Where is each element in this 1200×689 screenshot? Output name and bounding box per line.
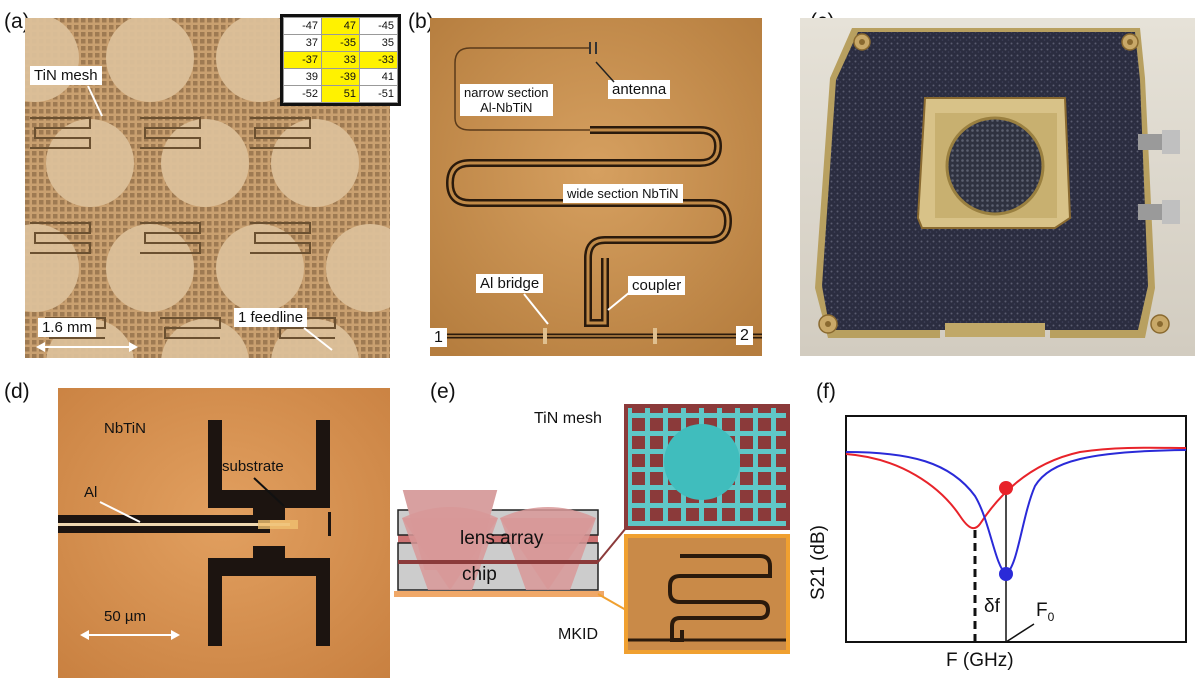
panel-d-image — [58, 388, 390, 678]
label-scale-50um: 50 µm — [104, 608, 146, 625]
label-al: Al — [84, 484, 98, 501]
label-antenna: antenna — [608, 80, 671, 99]
panel-d-letter: (d) — [4, 380, 30, 403]
table-cell: -37 — [283, 51, 322, 69]
label-scale-1-6mm: 1.6 mm — [38, 318, 97, 337]
table-cell: -45 — [359, 17, 398, 35]
table-cell: 33 — [321, 51, 360, 69]
label-narrow-line1: narrow section — [464, 85, 549, 100]
table-cell: -33 — [359, 51, 398, 69]
panel-c-photo — [800, 18, 1195, 356]
label-nbtin: NbTiN — [104, 420, 146, 437]
label-lens-array: lens array — [460, 528, 544, 549]
panel-f-plot — [790, 406, 1195, 684]
scale-arrow-d — [80, 630, 180, 640]
table-cell: 47 — [321, 17, 360, 35]
table-cell: -52 — [283, 85, 322, 103]
y-axis-label: S21 (dB) — [808, 525, 829, 600]
label-f0-main: F — [1036, 600, 1048, 621]
table-cell: 37 — [283, 34, 322, 52]
label-tin-mesh: TiN mesh — [30, 66, 102, 85]
label-al-bridge: Al bridge — [476, 274, 544, 293]
panel-e-diagram — [380, 400, 810, 684]
table-cell: 41 — [359, 68, 398, 86]
table-cell: 39 — [283, 68, 322, 86]
label-wide-section: wide section NbTiN — [563, 184, 683, 203]
table-cell: -51 — [359, 85, 398, 103]
scale-arrow-a — [36, 342, 138, 352]
table-cell: -35 — [321, 34, 360, 52]
panel-a-letter: (a) — [4, 10, 30, 33]
label-port-1: 1 — [430, 328, 447, 347]
table-cell: 51 — [321, 85, 360, 103]
label-narrow-line2: Al-NbTiN — [480, 100, 533, 115]
table-cell: 35 — [359, 34, 398, 52]
label-f0-subscript: 0 — [1047, 609, 1055, 624]
label-delta-f: δf — [984, 596, 1000, 617]
label-f0: F0 — [1036, 600, 1054, 624]
panel-f-letter: (f) — [816, 380, 836, 403]
label-substrate: substrate — [222, 458, 284, 475]
table-cell: -39 — [321, 68, 360, 86]
label-chip: chip — [462, 564, 497, 585]
label-feedline: 1 feedline — [234, 308, 308, 327]
panel-b-letter: (b) — [408, 10, 434, 33]
label-coupler: coupler — [628, 276, 686, 295]
table-cell: -47 — [283, 17, 322, 35]
label-narrow-section: narrow section Al-NbTiN — [460, 84, 553, 116]
panel-e-letter: (e) — [430, 380, 456, 403]
label-mkid: MKID — [558, 626, 598, 643]
x-axis-label: F (GHz) — [946, 650, 1014, 671]
label-port-2: 2 — [736, 326, 753, 345]
label-tin-mesh-e: TiN mesh — [534, 410, 602, 427]
